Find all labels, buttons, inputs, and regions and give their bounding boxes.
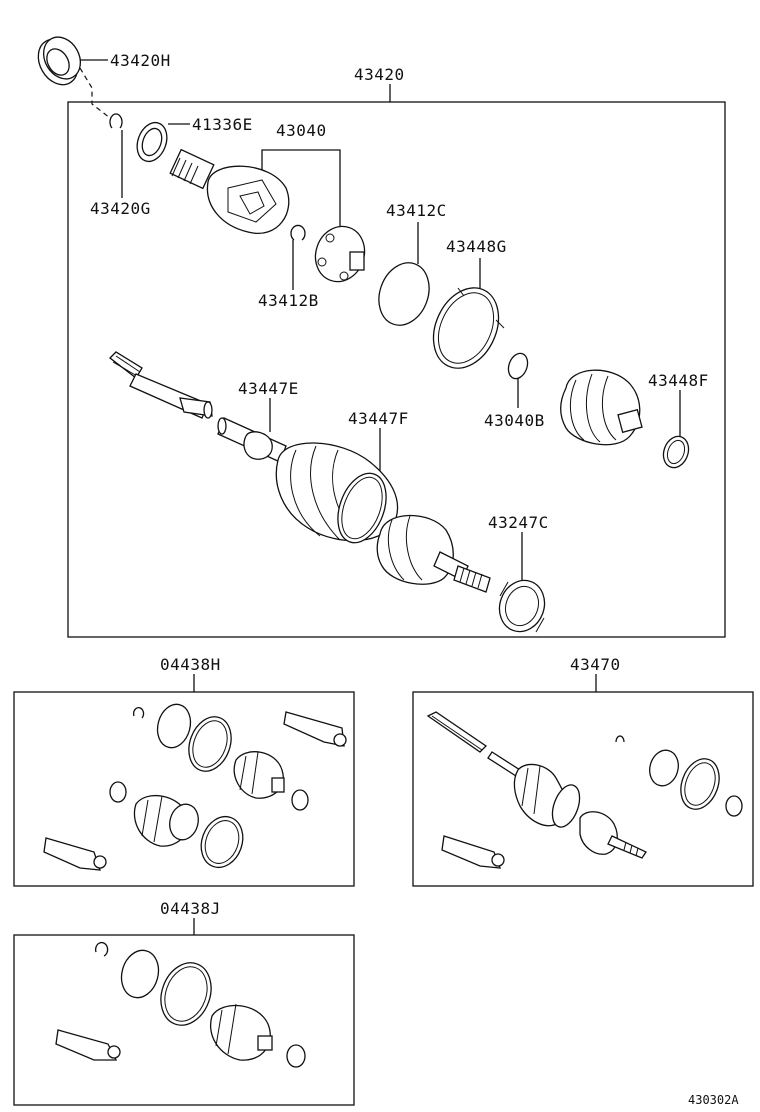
outboard-boot bbox=[376, 514, 491, 593]
dust-deflector-43247c bbox=[498, 579, 546, 633]
label-43447e: 43447E bbox=[238, 379, 299, 398]
shaft-assembly-frame bbox=[412, 691, 754, 887]
tripod-joint-43040 bbox=[314, 225, 366, 283]
main-assembly-frame bbox=[67, 101, 726, 638]
label-43040b: 43040B bbox=[484, 411, 545, 430]
outer-race-43040 bbox=[169, 148, 290, 235]
leader-lines bbox=[79, 59, 681, 935]
boot-kit-j-frame bbox=[13, 934, 355, 1106]
label-04438h: 04438H bbox=[160, 655, 221, 674]
boot-clamp-43448g bbox=[432, 287, 505, 369]
diagram-reference-number: 430302A bbox=[688, 1093, 739, 1107]
drive-shaft bbox=[109, 351, 287, 463]
boot-kit-h-frame bbox=[13, 691, 355, 887]
label-43412c: 43412C bbox=[386, 201, 447, 220]
boot-clamp-43447f bbox=[337, 472, 387, 544]
shaft-assembly-43470-parts bbox=[426, 711, 743, 869]
label-43447f: 43447F bbox=[348, 409, 409, 428]
boot-kit-04438j-parts bbox=[55, 941, 306, 1068]
snap-ring-43420g bbox=[109, 113, 123, 129]
label-43420: 43420 bbox=[354, 65, 405, 84]
label-41336e: 41336E bbox=[192, 115, 253, 134]
label-43420h: 43420H bbox=[110, 51, 171, 70]
snap-ring-43040b bbox=[507, 352, 529, 380]
label-43448g: 43448G bbox=[446, 237, 507, 256]
label-43412b: 43412B bbox=[258, 291, 319, 310]
oil-seal-43420h bbox=[37, 36, 82, 86]
label-04438j: 04438J bbox=[160, 899, 221, 918]
label-43420g: 43420G bbox=[90, 199, 151, 218]
label-43470: 43470 bbox=[570, 655, 621, 674]
inboard-boot bbox=[560, 369, 643, 446]
dust-seal-41336e bbox=[136, 121, 168, 163]
o-ring-43412c bbox=[378, 262, 430, 326]
label-43448f: 43448F bbox=[648, 371, 709, 390]
boot-clamp-43448f bbox=[662, 435, 690, 469]
label-43040: 43040 bbox=[276, 121, 327, 140]
snap-ring-43412b bbox=[290, 224, 306, 241]
boot-kit-04438h-parts bbox=[43, 703, 347, 871]
label-43247c: 43247C bbox=[488, 513, 549, 532]
